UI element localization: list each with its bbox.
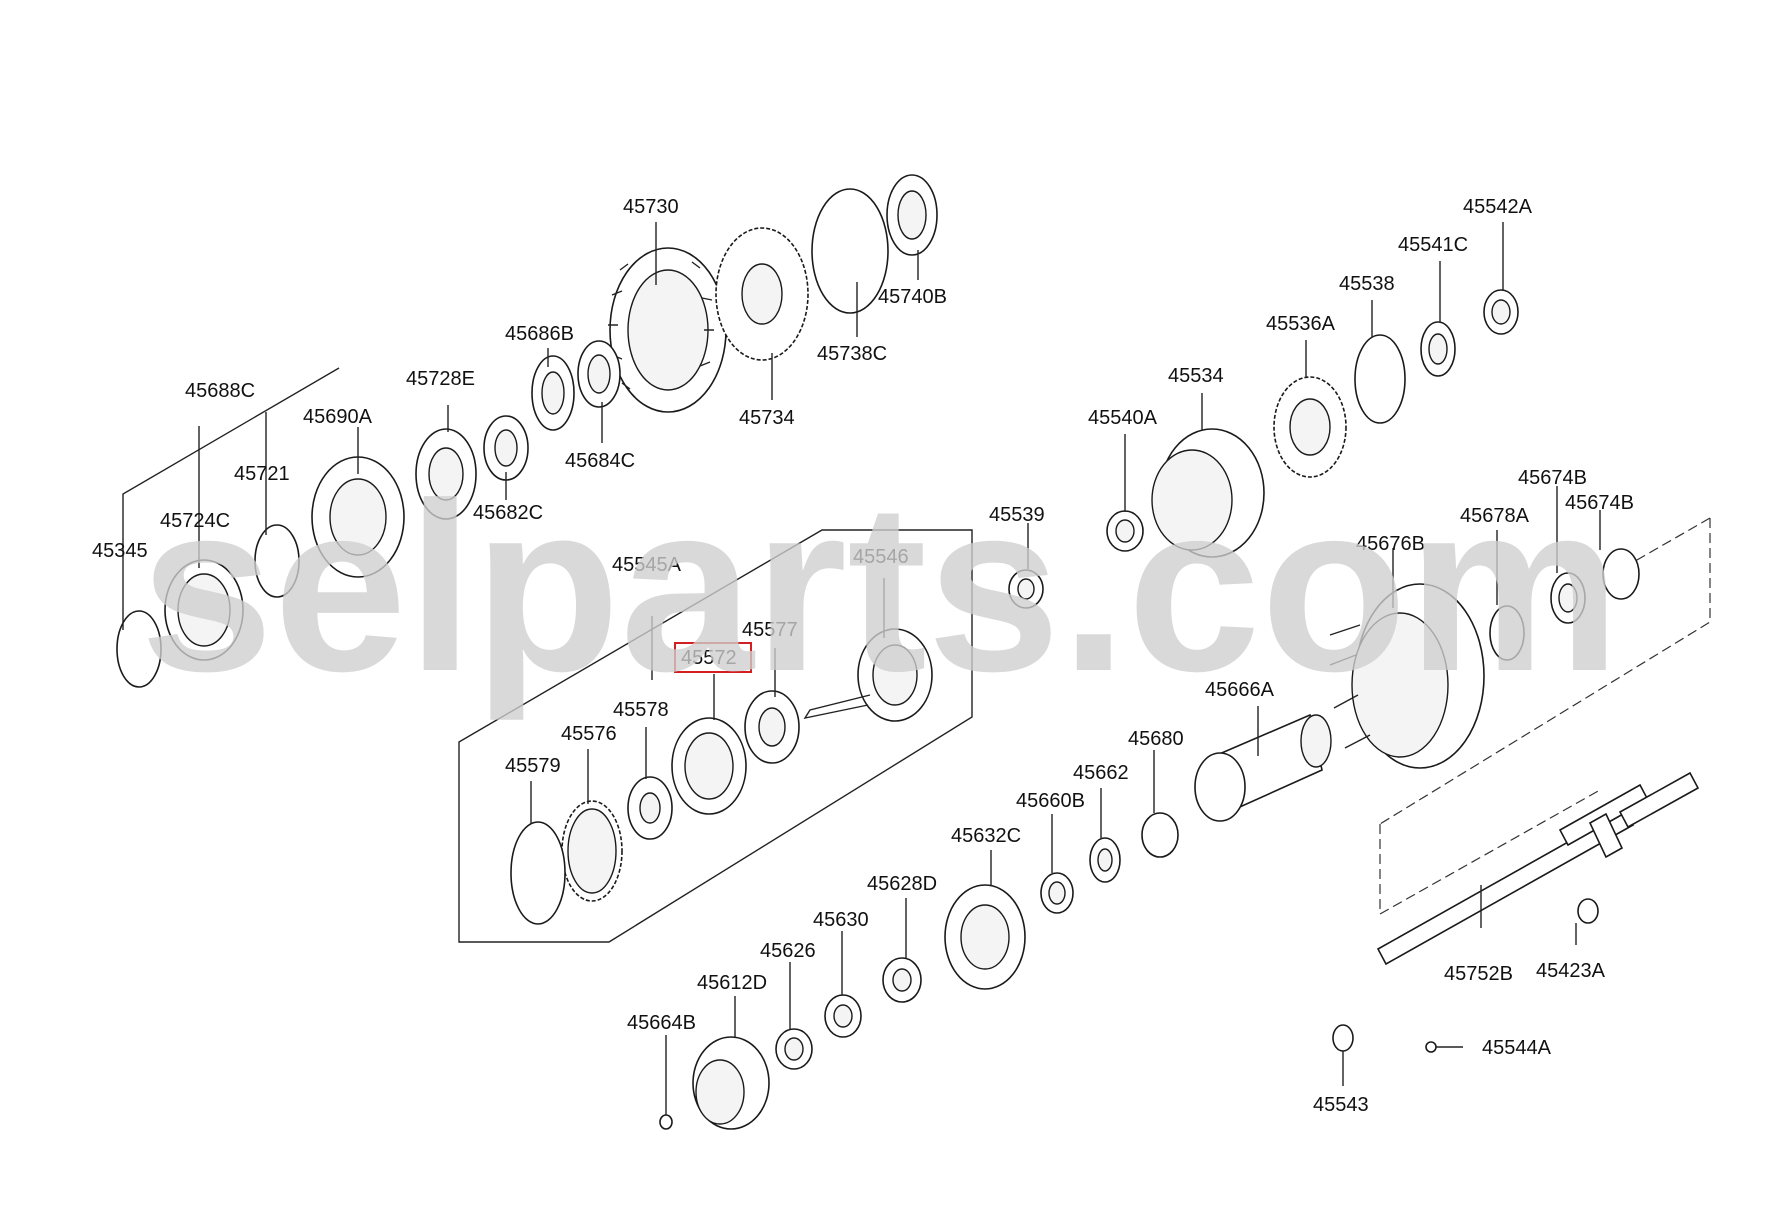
label-45738C: 45738C: [817, 343, 887, 365]
part-45632C-carrier: [944, 884, 1026, 990]
label-45544A: 45544A: [1482, 1037, 1552, 1059]
label-45546: 45546: [853, 546, 909, 568]
part-45738C-snap-ring: [811, 188, 889, 314]
part-45538-snap-ring: [1354, 334, 1406, 424]
label-45542A: 45542A: [1463, 196, 1533, 218]
part-45612D-sun-gear-drum: [692, 1036, 770, 1130]
part-45724C-one-way-clutch: [164, 559, 244, 661]
label-45676B: 45676B: [1356, 533, 1425, 555]
part-45578-bearing: [627, 776, 673, 840]
label-45540A: 45540A: [1088, 407, 1158, 429]
label-45632C: 45632C: [951, 825, 1021, 847]
part-45680-snap-ring: [1141, 812, 1179, 858]
dashed-box-lower: [1379, 789, 1601, 916]
part-45660B-washer: [1040, 872, 1074, 914]
label-45423A: 45423A: [1536, 960, 1606, 982]
watermark: selparts.com: [140, 453, 1621, 721]
label-45541C: 45541C: [1398, 234, 1468, 256]
part-45721-snap-ring: [254, 524, 300, 598]
part-45730-drum: [608, 247, 727, 413]
part-45676B-drum: [1329, 583, 1485, 769]
part-45678A-snap-ring: [1489, 605, 1525, 661]
part-45686B-bearing: [531, 355, 575, 431]
label-45664B: 45664B: [627, 1012, 696, 1034]
label-45684C: 45684C: [565, 450, 635, 472]
label-45630: 45630: [813, 909, 869, 931]
label-45662: 45662: [1073, 762, 1129, 784]
label-45666A: 45666A: [1205, 679, 1275, 701]
part-45752B-shaft: [1376, 771, 1700, 966]
part-45546-carrier: [803, 628, 933, 722]
label-45686B: 45686B: [505, 323, 574, 345]
part-45630-bearing: [824, 994, 862, 1038]
part-45539-washer: [1008, 569, 1044, 609]
label-45345: 45345: [92, 540, 148, 562]
part-45740B-bearing: [886, 174, 938, 256]
label-45536A: 45536A: [1266, 313, 1336, 335]
part-45734-gear: [715, 227, 809, 361]
part-45666A-shaft-gear: [1194, 713, 1332, 822]
part-45542A-bearing: [1483, 289, 1519, 335]
label-45688C: 45688C: [185, 380, 255, 402]
label-45626: 45626: [760, 940, 816, 962]
part-45544A-pin: [1425, 1041, 1437, 1053]
part-45541C-washer: [1420, 321, 1456, 377]
part-45674B-washer: [1550, 572, 1586, 624]
label-45724C: 45724C: [160, 510, 230, 532]
label-45543: 45543: [1313, 1094, 1369, 1116]
part-45536A-gear: [1273, 376, 1347, 478]
label-45660B: 45660B: [1016, 790, 1085, 812]
kit-45545A-outline: [458, 529, 973, 943]
part-45577-washer: [744, 690, 800, 764]
label-45539: 45539: [989, 504, 1045, 526]
label-45734: 45734: [739, 407, 795, 429]
label-45680: 45680: [1128, 728, 1184, 750]
part-45572-gear: [671, 717, 747, 815]
label-45579: 45579: [505, 755, 561, 777]
part-45628D-washer: [882, 957, 922, 1003]
label-45628D: 45628D: [867, 873, 937, 895]
label-45578: 45578: [613, 699, 669, 721]
part-45534-drum: [1151, 428, 1265, 558]
part-45662-bearing: [1089, 837, 1121, 883]
dashed-box-right: [1379, 517, 1711, 825]
label-45728E: 45728E: [406, 368, 475, 390]
label-45721: 45721: [234, 463, 290, 485]
label-45740B: 45740B: [878, 286, 947, 308]
part-45543-snap-ring: [1332, 1024, 1354, 1052]
label-45674B-left: 45674B: [1518, 467, 1587, 489]
label-45545A: 45545A: [612, 554, 682, 576]
part-45626-washer: [775, 1028, 813, 1070]
part-45674B-snap-ring-outer: [1602, 548, 1640, 600]
label-45690A: 45690A: [303, 406, 373, 428]
part-labels: 45730 45740B 45738C 45734 45686B 45684C …: [92, 196, 1634, 1116]
part-45579-snap-ring: [510, 821, 566, 925]
part-45423A-snap-ring: [1577, 898, 1599, 924]
label-45678A: 45678A: [1460, 505, 1530, 527]
label-45752B: 45752B: [1444, 963, 1513, 985]
highlight-box-45572: [674, 642, 752, 673]
part-45690A-hub: [311, 456, 405, 578]
label-45612D: 45612D: [697, 972, 767, 994]
label-45576: 45576: [561, 723, 617, 745]
label-45674B-right: 45674B: [1565, 492, 1634, 514]
part-45664B-ring: [659, 1114, 673, 1130]
part-45345-snap-ring: [116, 610, 162, 688]
label-45572: 45572: [681, 647, 737, 669]
leader-lines: [122, 222, 1601, 1115]
part-45728E-thrust-plate: [415, 428, 477, 520]
label-45577: 45577: [742, 619, 798, 641]
label-45534: 45534: [1168, 365, 1224, 387]
label-45730: 45730: [623, 196, 679, 218]
part-45684C-washer: [577, 340, 621, 408]
part-45576-gear-ring: [561, 800, 623, 902]
label-45538: 45538: [1339, 273, 1395, 295]
label-45682C: 45682C: [473, 502, 543, 524]
